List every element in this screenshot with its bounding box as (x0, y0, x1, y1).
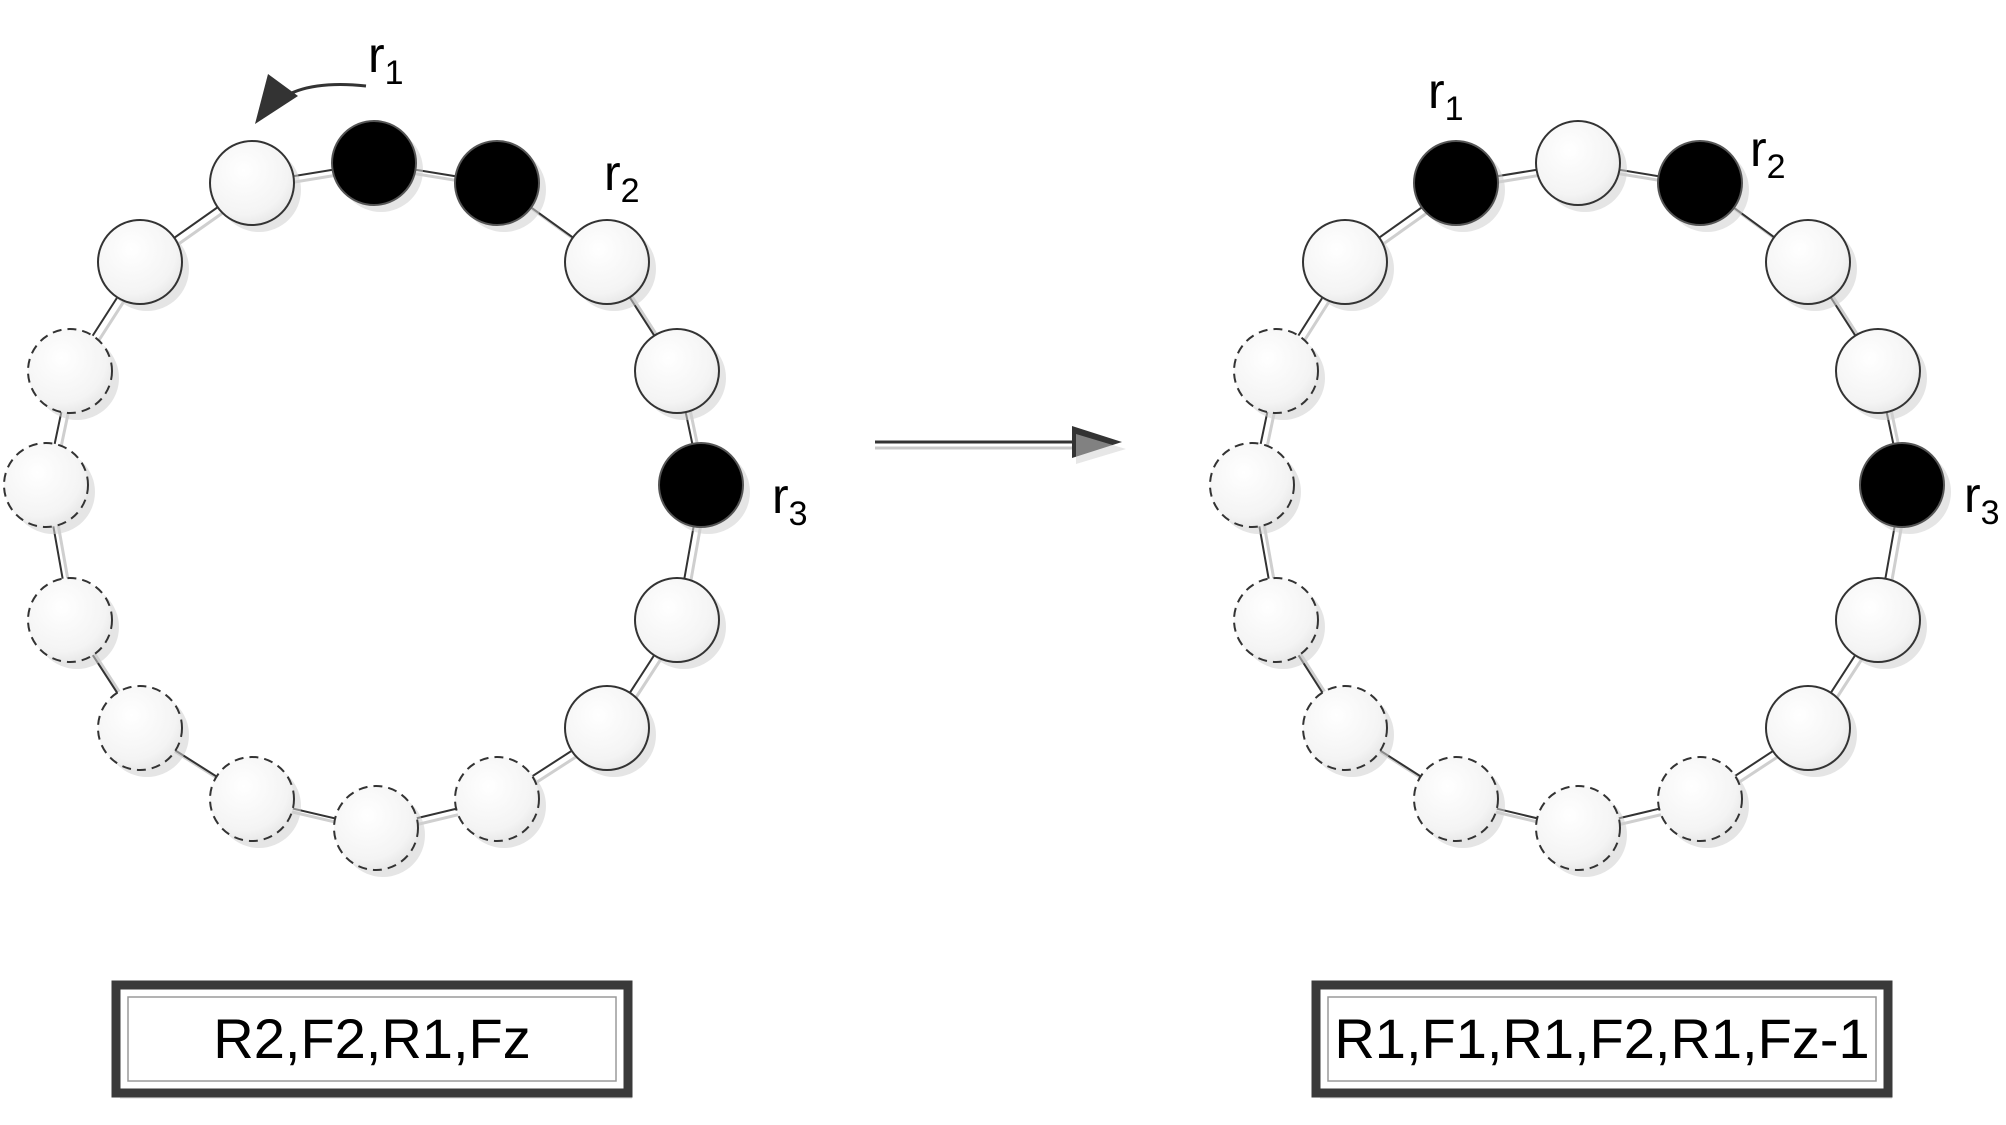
left-dashed-node (333, 785, 419, 871)
right-empty-node (1835, 328, 1921, 414)
right-empty-node (1765, 685, 1851, 771)
left-dashed-node (454, 756, 540, 842)
rotation-arrow-icon (255, 74, 367, 124)
right-dashed-node (1302, 685, 1388, 771)
left-empty-node (564, 685, 650, 771)
right-label-r2: r2 (1750, 121, 1786, 186)
right-dashed-node (1233, 328, 1319, 414)
left-robot-node (454, 140, 540, 226)
left-caption-box: R2,F2,R1,Fz (111, 980, 633, 1099)
right-robot-node (1657, 140, 1743, 226)
left-dashed-node (27, 577, 113, 663)
left-empty-node (634, 328, 720, 414)
left-empty-node (564, 219, 650, 305)
right-ring (1209, 120, 1951, 877)
right-dashed-node (1413, 756, 1499, 842)
right-empty-node (1835, 577, 1921, 663)
right-dashed-node (1209, 442, 1295, 528)
left-empty-node (97, 219, 183, 305)
right-label-r3: r3 (1964, 467, 2000, 532)
right-empty-node (1302, 219, 1388, 305)
left-dashed-node (97, 685, 183, 771)
right-caption-text: R1,F1,R1,F2,R1,Fz-1 (1334, 1007, 1869, 1070)
left-label-r1: r1 (368, 27, 404, 92)
right-robot-node (1413, 140, 1499, 226)
left-dashed-node (3, 442, 89, 528)
left-label-r2: r2 (604, 145, 640, 210)
transition-arrow-icon (875, 426, 1126, 464)
left-dashed-node (209, 756, 295, 842)
left-robot-node (658, 442, 744, 528)
right-empty-node (1765, 219, 1851, 305)
left-empty-node (634, 577, 720, 663)
right-robot-node (1859, 442, 1945, 528)
left-empty-node (209, 140, 295, 226)
left-label-r3: r3 (772, 468, 808, 533)
left-dashed-node (27, 328, 113, 414)
left-ring (3, 120, 750, 877)
right-label-r1: r1 (1428, 63, 1464, 128)
right-dashed-node (1535, 785, 1621, 871)
right-caption-box: R1,F1,R1,F2,R1,Fz-1 (1311, 980, 1893, 1099)
right-empty-node (1535, 120, 1621, 206)
right-dashed-node (1657, 756, 1743, 842)
left-caption-text: R2,F2,R1,Fz (213, 1007, 530, 1070)
right-dashed-node (1233, 577, 1319, 663)
left-robot-node (331, 120, 417, 206)
